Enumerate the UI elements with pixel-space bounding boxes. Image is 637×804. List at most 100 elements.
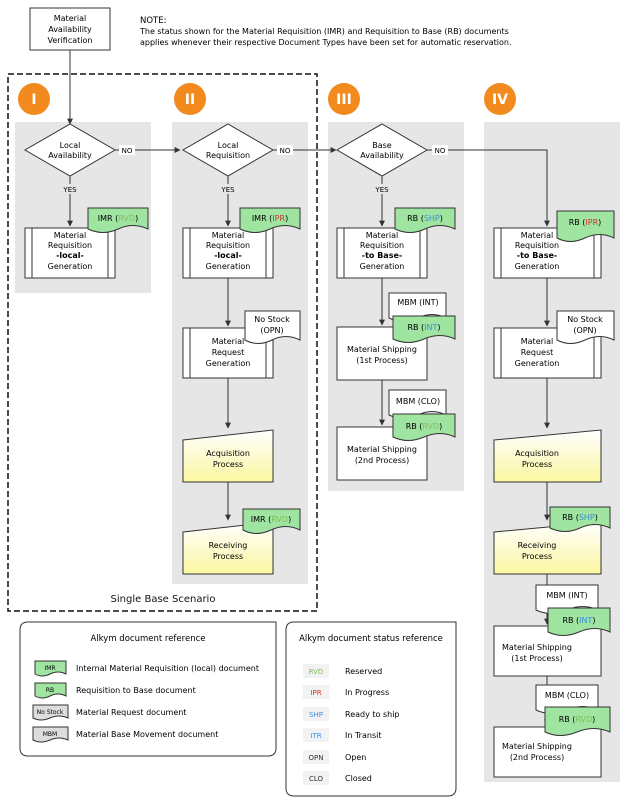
process-req-local-col2: Material Requisition -local- Generation <box>182 227 274 279</box>
svg-text:NO: NO <box>280 147 291 155</box>
svg-text:Process: Process <box>213 552 243 561</box>
svg-text:Requisition: Requisition <box>48 241 92 250</box>
badge-col-2: II <box>174 83 206 115</box>
svg-text:Receiving: Receiving <box>518 541 557 550</box>
svg-text:Closed: Closed <box>345 774 372 783</box>
svg-text:-to Base-: -to Base- <box>362 251 402 260</box>
svg-text:Material: Material <box>212 231 245 240</box>
svg-text:Material Shipping: Material Shipping <box>347 345 417 354</box>
decision-local-availability: Local Availability <box>24 123 116 177</box>
svg-text:Local: Local <box>60 141 81 150</box>
note-line-2: applies whenever their respective Docume… <box>140 38 512 47</box>
svg-text:(2nd Process): (2nd Process) <box>355 456 409 465</box>
badge-col-4: IV <box>484 83 516 115</box>
svg-text:Reserved: Reserved <box>345 667 382 676</box>
svg-text:(1st Process): (1st Process) <box>511 654 563 663</box>
svg-text:CLO: CLO <box>309 775 324 783</box>
doc-imr-rvd-col1: IMR (RVD) <box>87 207 149 233</box>
svg-text:RB (INT): RB (INT) <box>562 616 595 625</box>
svg-text:Acquisition: Acquisition <box>515 449 559 458</box>
svg-text:YES: YES <box>374 186 389 194</box>
svg-text:Generation: Generation <box>515 359 560 368</box>
svg-text:Material: Material <box>212 337 245 346</box>
svg-text:RB (INT): RB (INT) <box>407 323 440 332</box>
svg-text:RB (RVD): RB (RVD) <box>559 715 596 724</box>
process-req-to-base-col3: Material Requisition -to Base- Generatio… <box>336 227 428 279</box>
svg-text:Receiving: Receiving <box>209 541 248 550</box>
svg-text:No Stock: No Stock <box>37 709 64 716</box>
svg-text:RVD: RVD <box>309 668 324 676</box>
svg-text:OPN: OPN <box>309 754 324 762</box>
svg-text:NO: NO <box>122 147 133 155</box>
badge-label-4: IV <box>492 92 508 108</box>
svg-text:Process: Process <box>522 552 552 561</box>
doc-nostock-opn-col2: No Stock (OPN) <box>244 310 301 344</box>
doc-nostock-opn-col4: No Stock (OPN) <box>556 310 615 344</box>
svg-text:NO: NO <box>435 147 446 155</box>
svg-text:(OPN): (OPN) <box>573 326 596 335</box>
svg-text:Generation: Generation <box>206 359 251 368</box>
doc-rb-ipr-col4: RB (IPR) <box>556 210 615 242</box>
note-line-1: The status shown for the Material Requis… <box>139 27 509 36</box>
doc-rb-rvd-col3: RB (RVD) <box>392 413 456 441</box>
svg-text:(1st Process): (1st Process) <box>356 356 408 365</box>
process-receiving-col2: Receiving Process <box>182 521 274 575</box>
svg-text:No Stock: No Stock <box>567 315 603 324</box>
svg-text:Material Shipping: Material Shipping <box>502 643 572 652</box>
svg-text:Ready to ship: Ready to ship <box>345 710 400 719</box>
status-reference-title: Alkym document status reference <box>299 634 443 644</box>
svg-text:Material: Material <box>521 231 554 240</box>
doc-mbm-clo-col4: MBM (CLO) <box>535 684 599 714</box>
start-line-2: Availability <box>48 25 92 34</box>
doc-rb-rvd-col4: RB (RVD) <box>544 706 611 736</box>
doc-rb-shp-col3: RB (SHP) <box>394 207 456 233</box>
badge-label-1: I <box>31 92 36 108</box>
svg-text:Material: Material <box>54 231 87 240</box>
svg-text:SHP: SHP <box>309 711 323 719</box>
doc-reference-title: Alkym document reference <box>91 634 206 644</box>
svg-text:Requisition: Requisition <box>206 151 250 160</box>
svg-text:-local-: -local- <box>56 251 84 260</box>
note-title: NOTE: <box>140 16 166 26</box>
svg-text:Internal Material Requisition: Internal Material Requisition (local) do… <box>76 664 259 673</box>
single-base-scenario-box <box>7 73 318 612</box>
doc-rb-shp-col4: RB (SHP) <box>549 506 611 532</box>
svg-text:Requisition: Requisition <box>515 241 559 250</box>
svg-text:Material: Material <box>366 231 399 240</box>
svg-text:Requisition: Requisition <box>360 241 404 250</box>
svg-text:Availability: Availability <box>360 151 404 160</box>
decision-local-requisition: Local Requisition <box>182 123 274 177</box>
svg-text:ITR: ITR <box>310 732 321 740</box>
status-reference-panel: Alkym document status reference RVD Rese… <box>285 621 457 797</box>
svg-text:MBM (INT): MBM (INT) <box>546 591 587 600</box>
doc-reference-panel: Alkym document reference IMR Internal Ma… <box>19 621 277 757</box>
svg-text:Local: Local <box>218 141 239 150</box>
svg-text:Process: Process <box>522 460 552 469</box>
svg-text:RB (IPR): RB (IPR) <box>569 218 602 227</box>
svg-text:IMR (IPR): IMR (IPR) <box>252 214 288 223</box>
badge-col-1: I <box>18 83 50 115</box>
svg-text:In Progress: In Progress <box>345 688 389 697</box>
process-ship1-col4: Material Shipping (1st Process) <box>493 625 602 677</box>
svg-text:Acquisition: Acquisition <box>206 449 250 458</box>
single-base-label: Single Base Scenario <box>111 594 216 605</box>
process-ship2-col4: Material Shipping (2nd Process) <box>493 726 602 778</box>
svg-text:RB (RVD): RB (RVD) <box>406 422 443 431</box>
svg-text:Process: Process <box>213 460 243 469</box>
svg-text:Availability: Availability <box>48 151 92 160</box>
svg-text:IMR: IMR <box>44 665 55 672</box>
start-line-1: Material <box>54 14 87 23</box>
svg-text:Requisition to Base document: Requisition to Base document <box>76 686 196 695</box>
svg-text:Material Shipping: Material Shipping <box>347 445 417 454</box>
svg-text:Material Shipping: Material Shipping <box>502 742 572 751</box>
svg-text:In Transit: In Transit <box>345 731 381 740</box>
doc-rb-int-col3: RB (INT) <box>392 315 456 343</box>
svg-text:MBM (CLO): MBM (CLO) <box>545 691 589 700</box>
svg-text:No Stock: No Stock <box>254 315 290 324</box>
process-req-local-col1: Material Requisition -local- Generation <box>24 227 116 279</box>
svg-text:(OPN): (OPN) <box>260 326 283 335</box>
svg-text:IMR (RVD): IMR (RVD) <box>251 515 291 524</box>
svg-text:-to Base-: -to Base- <box>517 251 557 260</box>
decision-base-availability: Base Availability <box>336 123 428 177</box>
